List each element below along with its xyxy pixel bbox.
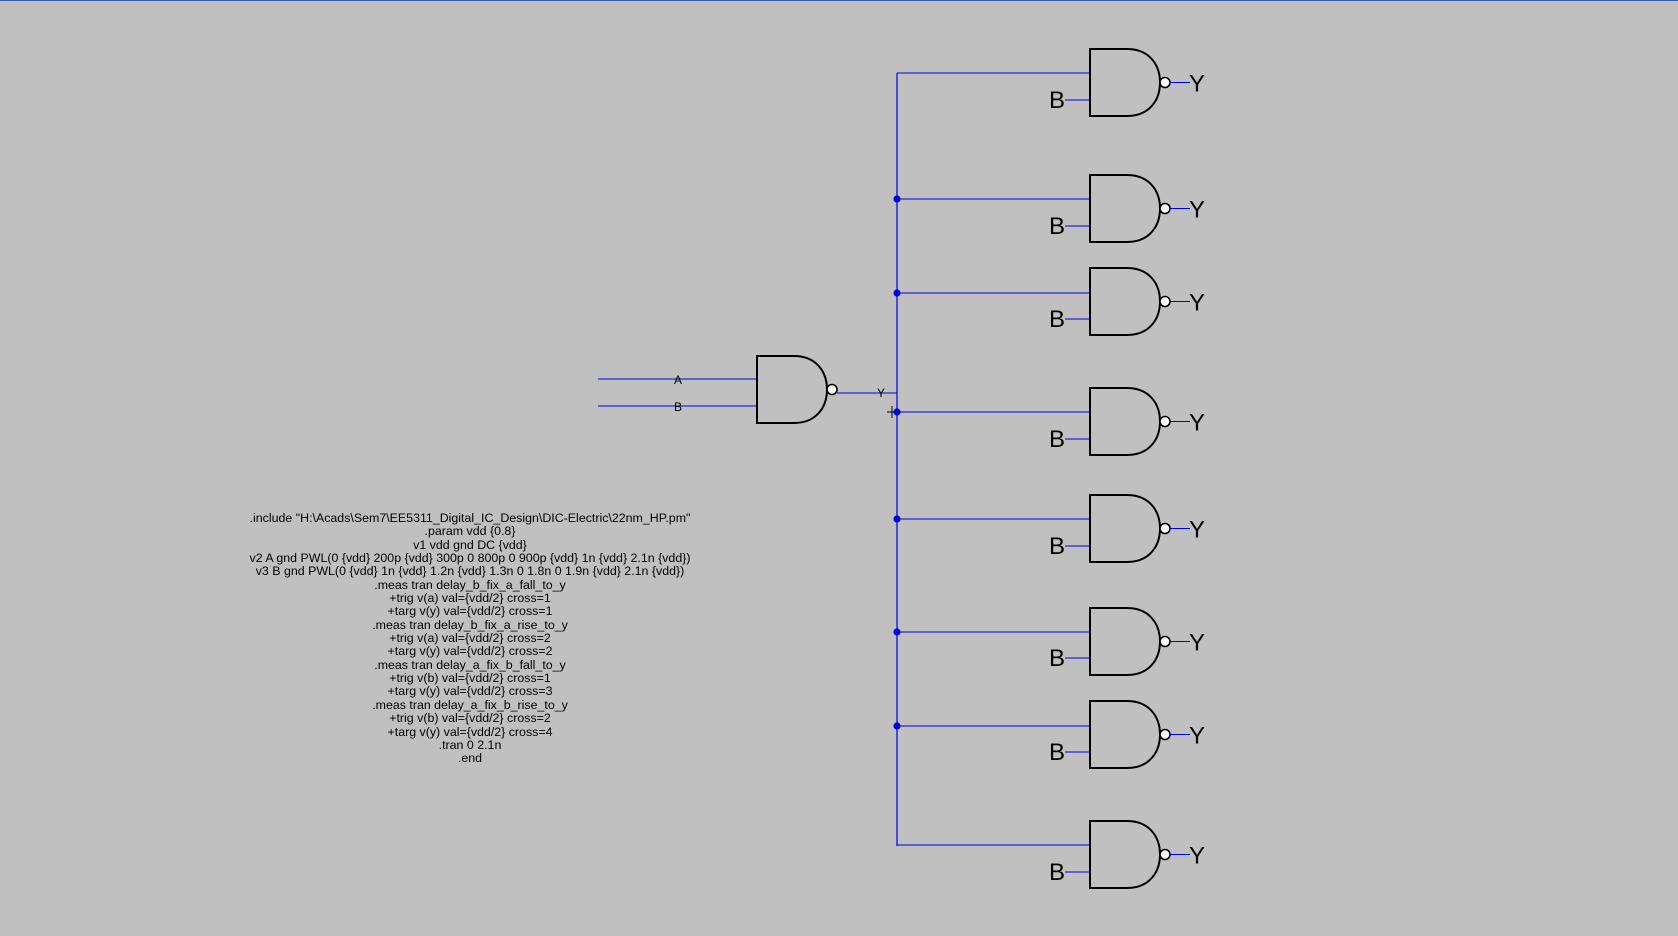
spice-line: +targ v(y) val={vdd/2} cross=4 <box>387 724 553 739</box>
spice-line: +targ v(y) val={vdd/2} cross=2 <box>387 644 553 659</box>
spice-line: .tran 0 2.1n <box>438 737 502 752</box>
load-gate-y-label: Y <box>1189 290 1205 317</box>
spice-line: .meas tran delay_a_fix_b_rise_to_y <box>372 697 568 712</box>
load-gate-b-label: B <box>1049 645 1065 672</box>
load-gate-body[interactable] <box>1089 267 1162 336</box>
junction-dot <box>893 628 901 636</box>
spice-line: .meas tran delay_b_fix_a_fall_to_y <box>374 577 566 592</box>
net-wires <box>598 72 1090 846</box>
junction-dot <box>893 289 901 297</box>
load-nand-gate[interactable]: BY <box>1049 820 1205 889</box>
load-gate-bubble <box>1159 522 1171 535</box>
spice-line: .param vdd {0.8} <box>424 524 516 539</box>
load-nand-gate[interactable]: BY <box>1049 267 1205 336</box>
load-gate-body[interactable] <box>1089 700 1162 769</box>
load-gate-b-label: B <box>1049 739 1065 766</box>
load-gate-y-label: Y <box>1189 197 1205 224</box>
driver-input-b-label: B <box>674 400 682 414</box>
junction-dot <box>893 195 901 203</box>
spice-line: .include "H:\Acads\Sem7\EE5311_Digital_I… <box>249 511 691 525</box>
load-gate-b-label: B <box>1049 859 1065 886</box>
junction-dot <box>893 408 901 416</box>
load-gate-y-label: Y <box>1189 410 1205 437</box>
load-gate-b-label: B <box>1049 306 1065 333</box>
load-gate-body[interactable] <box>1089 174 1162 243</box>
load-nand-gate[interactable]: BY <box>1049 607 1205 676</box>
spice-line: +targ v(y) val={vdd/2} cross=3 <box>387 684 553 699</box>
load-gate-body[interactable] <box>1089 494 1162 563</box>
load-nand-gate[interactable]: BY <box>1049 48 1205 117</box>
load-gate-y-label: Y <box>1189 843 1205 870</box>
load-gate-bubble <box>1159 728 1171 741</box>
load-gate-bubble <box>1159 635 1171 648</box>
spice-line: .meas tran delay_b_fix_a_rise_to_y <box>372 617 568 632</box>
load-gate-y-label: Y <box>1189 630 1205 657</box>
load-nand-gate[interactable]: BY <box>1049 700 1205 769</box>
driver-input-a-label: A <box>674 373 682 387</box>
load-gate-b-label: B <box>1049 426 1065 453</box>
spice-line: +trig v(b) val={vdd/2} cross=2 <box>389 711 551 726</box>
load-nand-gate[interactable]: BY <box>1049 494 1205 563</box>
load-gate-bubble <box>1159 848 1171 861</box>
load-gate-bubble <box>1159 415 1171 428</box>
junction-dot <box>893 722 901 730</box>
spice-directives-text[interactable]: .include "H:\Acads\Sem7\EE5311_Digital_I… <box>190 511 750 766</box>
spice-line: +trig v(a) val={vdd/2} cross=2 <box>389 631 551 646</box>
spice-line: +trig v(a) val={vdd/2} cross=1 <box>389 591 551 606</box>
driver-output-y-label: Y <box>877 386 885 400</box>
load-gate-bubble <box>1159 76 1171 89</box>
load-gate-y-label: Y <box>1189 517 1205 544</box>
spice-line: +targ v(y) val={vdd/2} cross=1 <box>387 604 553 619</box>
spice-line: .meas tran delay_a_fix_b_fall_to_y <box>374 657 566 672</box>
load-gate-y-label: Y <box>1189 71 1205 98</box>
load-gate-b-label: B <box>1049 87 1065 114</box>
driver-nand-gate[interactable] <box>756 355 838 424</box>
spice-line: v1 vdd gnd DC {vdd} <box>413 537 527 552</box>
load-gate-b-label: B <box>1049 213 1065 240</box>
load-gate-b-label: B <box>1049 533 1065 560</box>
load-gate-body[interactable] <box>1089 820 1162 889</box>
load-gate-body[interactable] <box>1089 607 1162 676</box>
junction-dot <box>893 515 901 523</box>
load-gate-body[interactable] <box>1089 48 1162 117</box>
load-nand-gate[interactable]: BY <box>1049 387 1205 456</box>
spice-line: v2 A gnd PWL(0 {vdd} 200p {vdd} 300p 0 8… <box>249 551 691 566</box>
load-nand-gate[interactable]: BY <box>1049 174 1205 243</box>
load-gate-bubble <box>1159 295 1171 308</box>
load-gate-body[interactable] <box>1089 387 1162 456</box>
spice-line: +trig v(b) val={vdd/2} cross=1 <box>389 671 551 686</box>
net-labels: A B Y <box>674 373 885 414</box>
driver-gate-body[interactable] <box>756 355 829 424</box>
load-gate-bubble <box>1159 202 1171 215</box>
spice-line: .end <box>457 751 483 766</box>
load-gate-y-label: Y <box>1189 723 1205 750</box>
driver-gate-bubble <box>826 383 838 396</box>
spice-line: v3 B gnd PWL(0 {vdd} 1n {vdd} 1.2n {vdd}… <box>255 564 685 579</box>
